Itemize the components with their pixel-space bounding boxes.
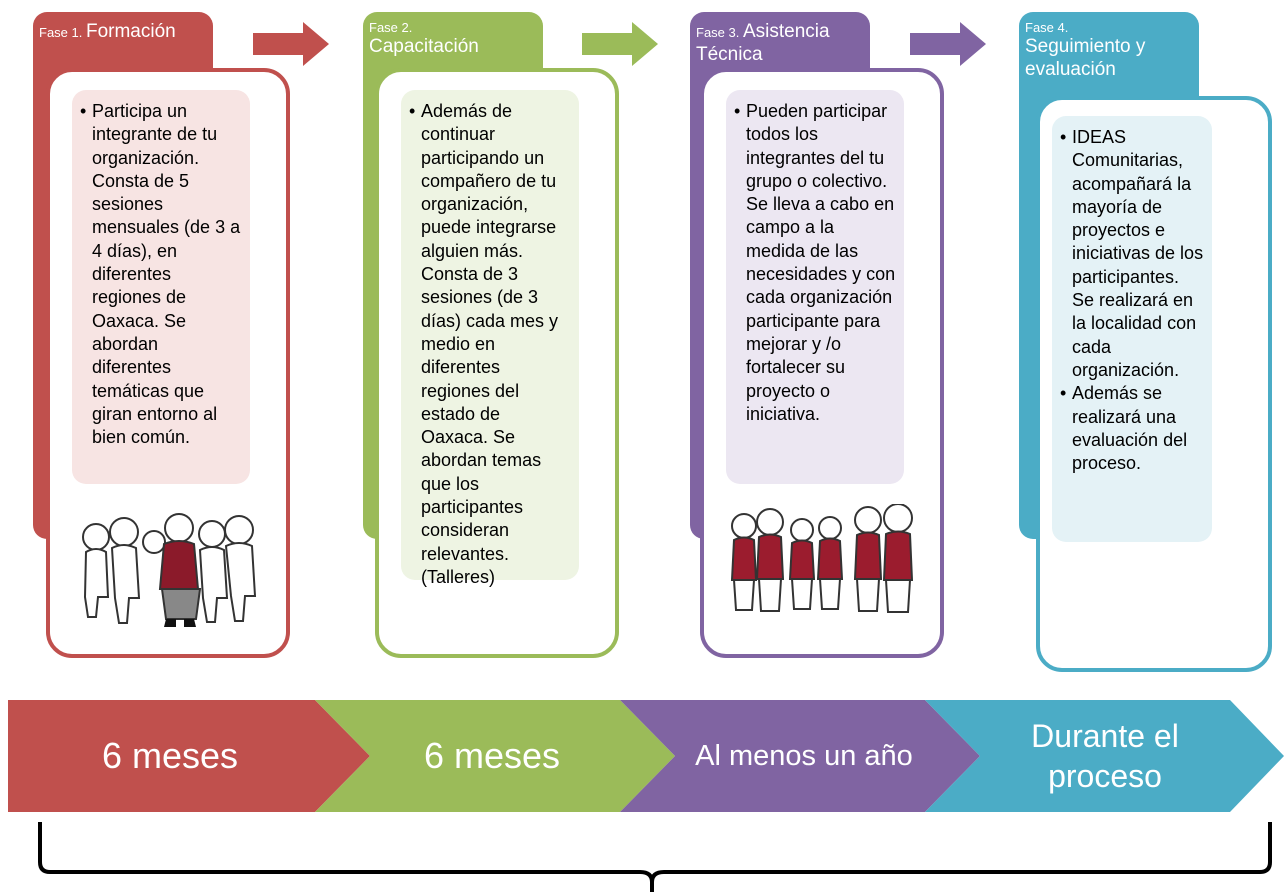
phase-4-bullet-2: • Además se realizará una evaluación del… xyxy=(1060,382,1204,475)
timeline-chevrons xyxy=(8,700,1284,812)
phase-3-card: • Pueden participar todos los integrante… xyxy=(700,68,944,658)
phase-1-bullet: • Participa un integrante de tu organiza… xyxy=(80,100,242,449)
arrow-3 xyxy=(910,22,986,66)
timeline-label-4: Durante el proceso xyxy=(1031,718,1179,794)
phase-3-prefix: Fase 3. xyxy=(696,25,743,40)
phase-3-bullet: • Pueden participar todos los integrante… xyxy=(734,100,896,426)
phase-3-title: Asistencia Técnica xyxy=(696,21,830,65)
arrow-1 xyxy=(253,22,329,66)
timeline-label-1: 6 meses xyxy=(101,735,239,776)
timeline-chevron-3 xyxy=(620,700,980,812)
phase-2-title: Capacitación xyxy=(369,36,479,57)
phase-1-card: • Participa un integrante de tu organiza… xyxy=(46,68,290,658)
bullet-dot: • xyxy=(80,101,87,121)
phase-1-title: Formación xyxy=(85,21,176,42)
phase-4-card-inner: • IDEAS Comunitarias, acompañará la mayo… xyxy=(1052,116,1212,542)
phase-4-card: • IDEAS Comunitarias, acompañará la mayo… xyxy=(1036,96,1272,672)
phase-1-bullet-text: Participa un integrante de tu organizaci… xyxy=(92,101,241,448)
people-group-icon xyxy=(82,513,257,627)
timeline-chevron-1 xyxy=(8,700,370,812)
phase-2-prefix: Fase 2. xyxy=(369,20,413,35)
phase-1-card-inner: • Participa un integrante de tu organiza… xyxy=(72,90,250,484)
timeline-chevron-4 xyxy=(925,700,1284,812)
phase-4-bullet-1-text: IDEAS Comunitarias, acompañará la mayorí… xyxy=(1072,127,1204,380)
phase-3-card-inner: • Pueden participar todos los integrante… xyxy=(726,90,904,484)
timeline-label-3: Al menos un año xyxy=(695,739,913,772)
phase-4-bullet-1: • IDEAS Comunitarias, acompañará la mayo… xyxy=(1060,126,1204,382)
phase-2-card-inner: • Además de continuar participando un co… xyxy=(401,90,579,587)
people-group-icon xyxy=(730,504,914,613)
phase-4-title: Seguimiento y evaluación xyxy=(1025,36,1146,80)
phase-2-card: • Además de continuar participando un co… xyxy=(375,68,619,658)
bullet-dot: • xyxy=(734,101,741,121)
timeline-chevron-2 xyxy=(315,700,675,812)
phase-1-prefix: Fase 1. xyxy=(39,25,86,40)
bullet-dot: • xyxy=(409,101,416,121)
phase-4-prefix: Fase 4. xyxy=(1025,20,1069,35)
bullet-dot: • xyxy=(1060,127,1067,147)
phase-3-bullet-text: Pueden participar todos los integrantes … xyxy=(746,101,896,424)
phase-2-bullet: • Además de continuar participando un co… xyxy=(409,100,571,589)
timeline-label-2: 6 meses xyxy=(423,735,561,776)
arrow-2 xyxy=(582,22,658,66)
phase-2-bullet-text: Además de continuar participando un comp… xyxy=(421,101,559,587)
bullet-dot: • xyxy=(1060,383,1067,404)
phase-4-bullet-2-text: Además se realizará una evaluación del p… xyxy=(1072,383,1188,474)
